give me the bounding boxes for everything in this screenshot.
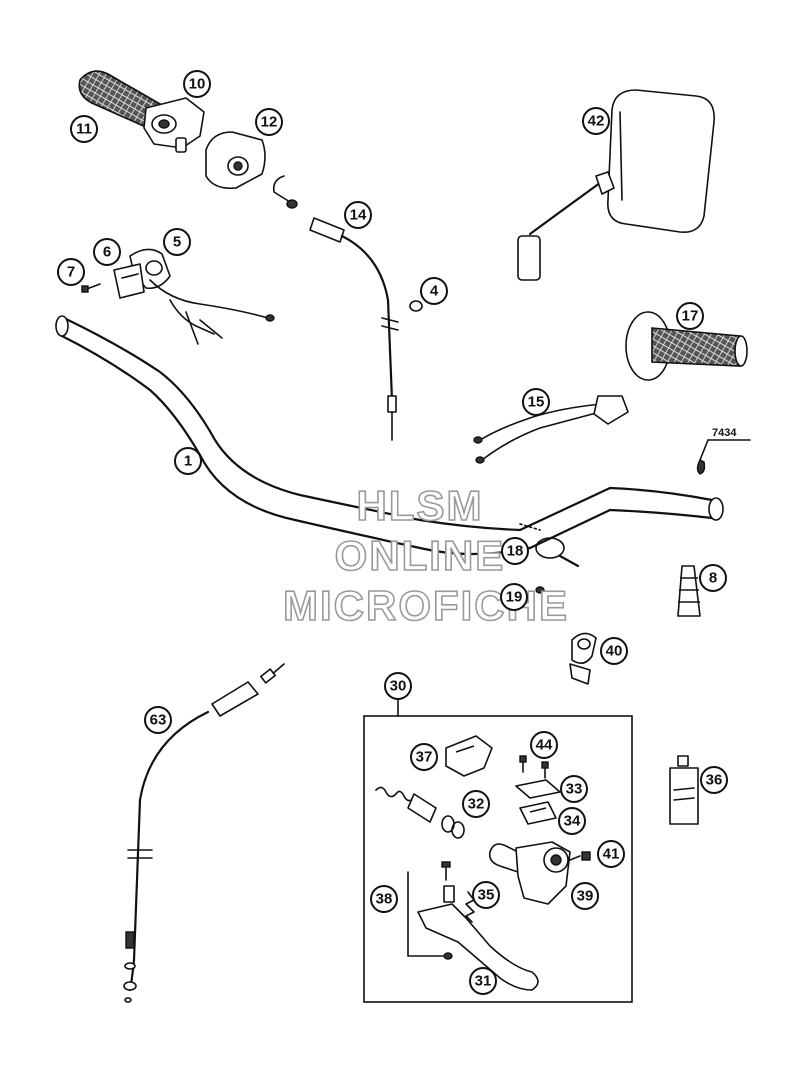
reservoir-cap: [445, 735, 493, 777]
svg-text:39: 39: [577, 888, 594, 905]
svg-text:37: 37: [416, 749, 433, 766]
reservoir-cover: [515, 779, 561, 799]
handlebar: [55, 315, 724, 556]
watermark-line-2: ONLINE: [335, 532, 506, 579]
callout-19: 19: [500, 583, 528, 611]
callout-36: 36: [700, 766, 728, 794]
svg-text:34: 34: [564, 813, 581, 830]
svg-text:6: 6: [103, 244, 111, 261]
svg-text:11: 11: [76, 121, 92, 138]
diaphragm: [519, 801, 557, 825]
svg-text:38: 38: [376, 891, 393, 908]
svg-text:30: 30: [390, 678, 407, 695]
callout-14: 14: [344, 201, 372, 229]
callout-39: 39: [571, 882, 599, 910]
kill-switch: [129, 248, 275, 345]
svg-text:32: 32: [468, 796, 485, 813]
callout-32: 32: [462, 790, 490, 818]
callout-17: 17: [676, 302, 704, 330]
svg-text:15: 15: [528, 394, 545, 411]
watermark-line-3: MICROFICHE: [283, 582, 569, 629]
svg-text:5: 5: [173, 234, 181, 251]
svg-text:42: 42: [588, 113, 605, 130]
callout-10: 10: [183, 70, 211, 98]
callout-38: 38: [370, 885, 398, 913]
callout-30: 30: [384, 672, 412, 700]
callout-44: 44: [530, 731, 558, 759]
svg-text:7: 7: [67, 264, 75, 281]
svg-text:41: 41: [603, 846, 620, 863]
mounting-bolt: [569, 851, 591, 861]
lever-clamp: [569, 632, 597, 685]
svg-text:35: 35: [478, 887, 495, 904]
svg-text:36: 36: [706, 772, 723, 789]
svg-text:63: 63: [150, 712, 167, 729]
callout-35: 35: [472, 881, 500, 909]
callout-4: 4: [420, 277, 448, 305]
nut: [535, 586, 545, 594]
svg-text:31: 31: [475, 973, 492, 990]
svg-text:33: 33: [566, 781, 583, 798]
svg-text:19: 19: [506, 589, 523, 606]
left-grip: [625, 311, 748, 381]
svg-text:44: 44: [536, 737, 553, 754]
svg-text:1: 1: [184, 453, 192, 470]
watermark-line-1: HLSM: [357, 482, 484, 529]
callout-63: 63: [144, 706, 172, 734]
callout-11: 11: [70, 115, 98, 143]
callout-31: 31: [469, 967, 497, 995]
callout-42: 42: [582, 107, 610, 135]
callout-8: 8: [699, 564, 727, 592]
reference-label: 7434: [712, 427, 737, 439]
callout-6: 6: [93, 238, 121, 266]
master-cylinder-body: [488, 841, 571, 905]
callout-15: 15: [522, 388, 550, 416]
mirror: [517, 89, 715, 281]
brake-lever: [417, 903, 539, 991]
callout-12: 12: [255, 108, 283, 136]
svg-text:8: 8: [709, 570, 717, 587]
callout-37: 37: [410, 743, 438, 771]
piston-kit: [375, 786, 465, 839]
throttle-cover: [205, 131, 266, 190]
svg-text:40: 40: [606, 643, 623, 660]
svg-text:18: 18: [507, 543, 524, 560]
callout-1: 1: [174, 447, 202, 475]
svg-text:17: 17: [682, 308, 699, 325]
throttle-housing: [143, 97, 205, 153]
clutch-cable: [123, 663, 285, 1003]
callout-40: 40: [600, 637, 628, 665]
brake-fluid-bottle: [669, 755, 699, 825]
callout-33: 33: [560, 775, 588, 803]
clamp-screw: [81, 283, 101, 293]
dust-cap: [409, 300, 423, 312]
reference-marker: 7434: [696, 427, 751, 475]
svg-text:4: 4: [430, 283, 439, 300]
master-cylinder-assembly: [363, 699, 633, 1003]
switch-clamp: [113, 263, 145, 299]
cap-screws: [519, 755, 549, 779]
cable-boot: [677, 565, 701, 617]
svg-text:10: 10: [189, 76, 206, 93]
callout-18: 18: [501, 537, 529, 565]
cable-tie: [535, 537, 580, 568]
callout-7: 7: [57, 258, 85, 286]
svg-text:12: 12: [261, 114, 278, 131]
wiring-harness: [473, 395, 629, 464]
callout-34: 34: [558, 807, 586, 835]
throttle-cable: [272, 175, 399, 441]
callout-5: 5: [163, 228, 191, 256]
svg-text:14: 14: [350, 207, 367, 224]
pivot-bolt-set: [407, 861, 455, 960]
callout-41: 41: [597, 840, 625, 868]
